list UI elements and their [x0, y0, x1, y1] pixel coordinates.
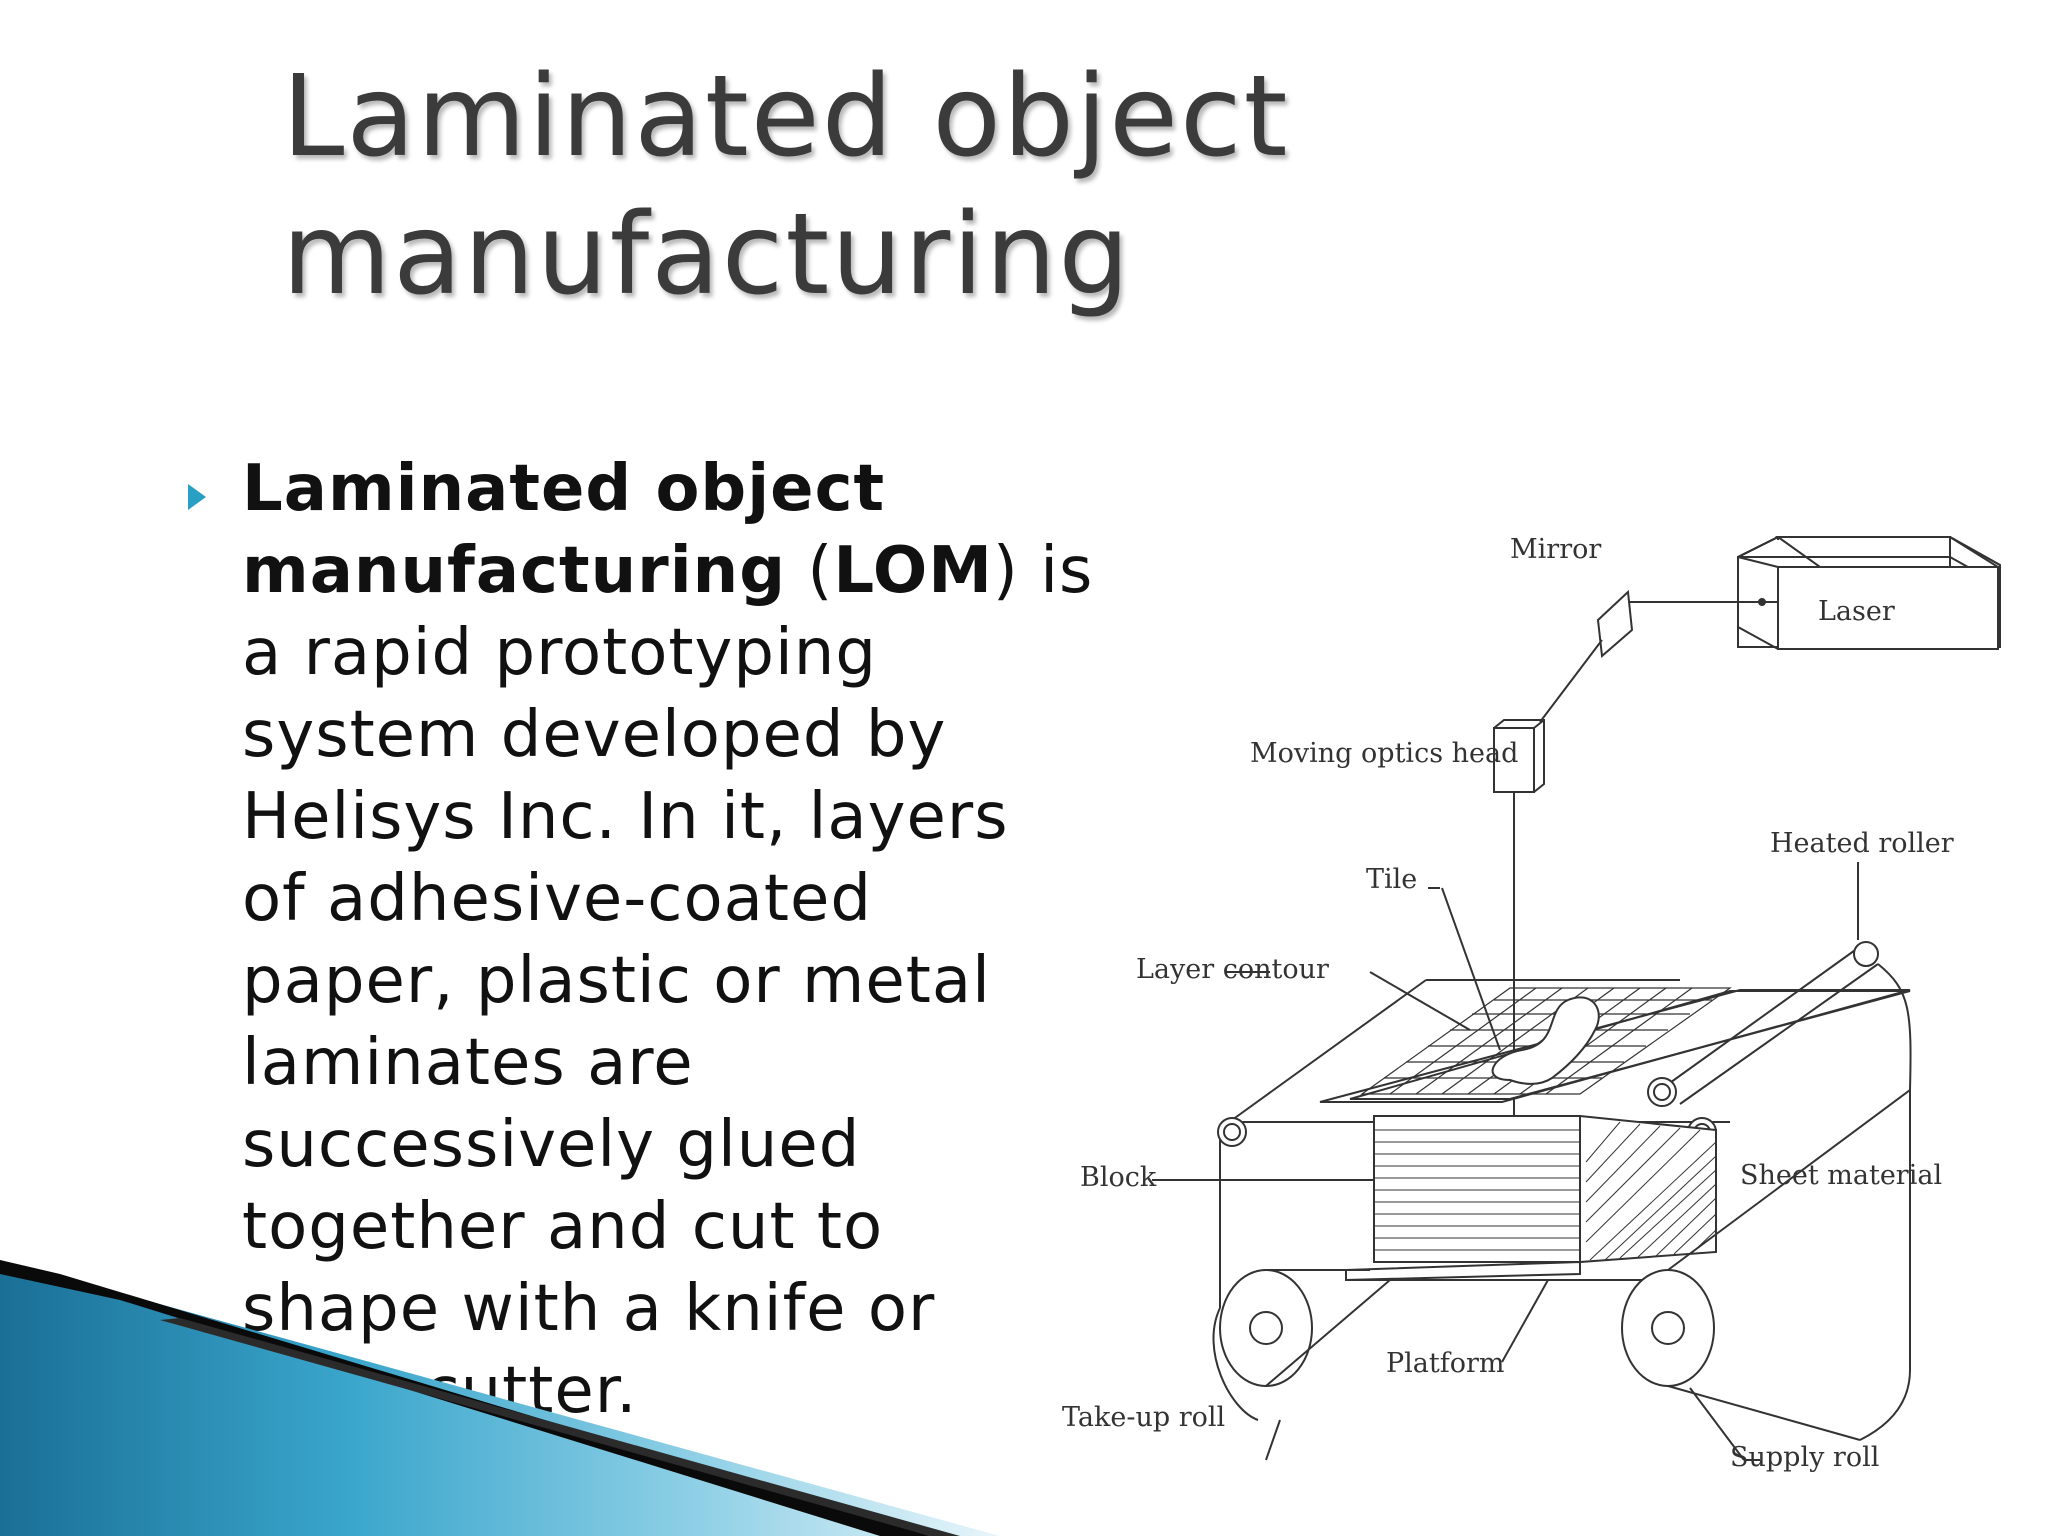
diagram-label-mirror: Mirror — [1510, 534, 1601, 565]
diagram-label-layer-contour: Layer contour — [1136, 954, 1329, 985]
diagram-label-platform: Platform — [1386, 1348, 1505, 1379]
bullet-line: laminates are — [242, 1026, 694, 1100]
mirror-plate — [1596, 589, 1634, 659]
slide-title-line-2: manufacturing — [282, 190, 1132, 320]
diagram-label-moving-optics-head: Moving optics head — [1250, 738, 1518, 769]
bullet-line: shape with a knife or — [242, 1272, 936, 1346]
diagram-label-block: Block — [1080, 1162, 1157, 1193]
bullet-paragraph: Laminated object manufacturing (LOM) is … — [242, 448, 1092, 1432]
heated-roller — [1647, 941, 1879, 1107]
layer-contour-shape — [1491, 996, 1600, 1085]
diagram-label-laser: Laser — [1818, 596, 1895, 627]
diagram-label-supply-roll: Supply roll — [1730, 1442, 1879, 1473]
bullet-line: of adhesive-coated — [242, 862, 872, 936]
take-up-roll — [1212, 1269, 1391, 1421]
supply-roll — [1621, 1089, 1911, 1441]
beam-to-head — [1539, 639, 1603, 723]
laser-box — [1737, 536, 2002, 650]
bullet-line: manufacturing (LOM) is — [242, 530, 1092, 612]
open-paren: ( — [786, 534, 834, 608]
bullet-line: together and cut to — [242, 1190, 884, 1264]
bullet-line: a rapid prototyping — [242, 616, 877, 690]
diagram-label-take-up-roll: Take-up roll — [1062, 1402, 1225, 1433]
platform — [1345, 1260, 1581, 1282]
bullet-line: paper, plastic or metal — [242, 944, 991, 1018]
decorative-swoosh — [0, 1260, 1000, 1536]
bullet-line: successively glued — [242, 1108, 861, 1182]
block-stack — [1373, 1114, 1717, 1264]
diagram-label-tile: Tile — [1366, 864, 1417, 895]
bullet-line: Helisys Inc. In it, layers — [242, 780, 1009, 854]
bold-term: Laminated object — [242, 452, 886, 526]
slide-title-line-1: Laminated object — [282, 52, 1290, 182]
bullet-line: Laminated object — [242, 448, 1062, 530]
lom-diagram: Mirror Laser Moving optics head Heated r… — [1062, 534, 2002, 1473]
diagram-label-heated-roller: Heated roller — [1770, 828, 1954, 859]
after-abbr: ) is — [992, 534, 1094, 608]
slide-title: Laminated object manufacturing — [282, 48, 1482, 324]
bold-term-2: manufacturing — [242, 534, 786, 608]
bullet-line: system developed by — [242, 698, 947, 772]
diagram-label-sheet-material: Sheet material — [1740, 1160, 1942, 1191]
abbreviation: LOM — [833, 534, 993, 608]
triangle-right-icon — [188, 484, 206, 510]
